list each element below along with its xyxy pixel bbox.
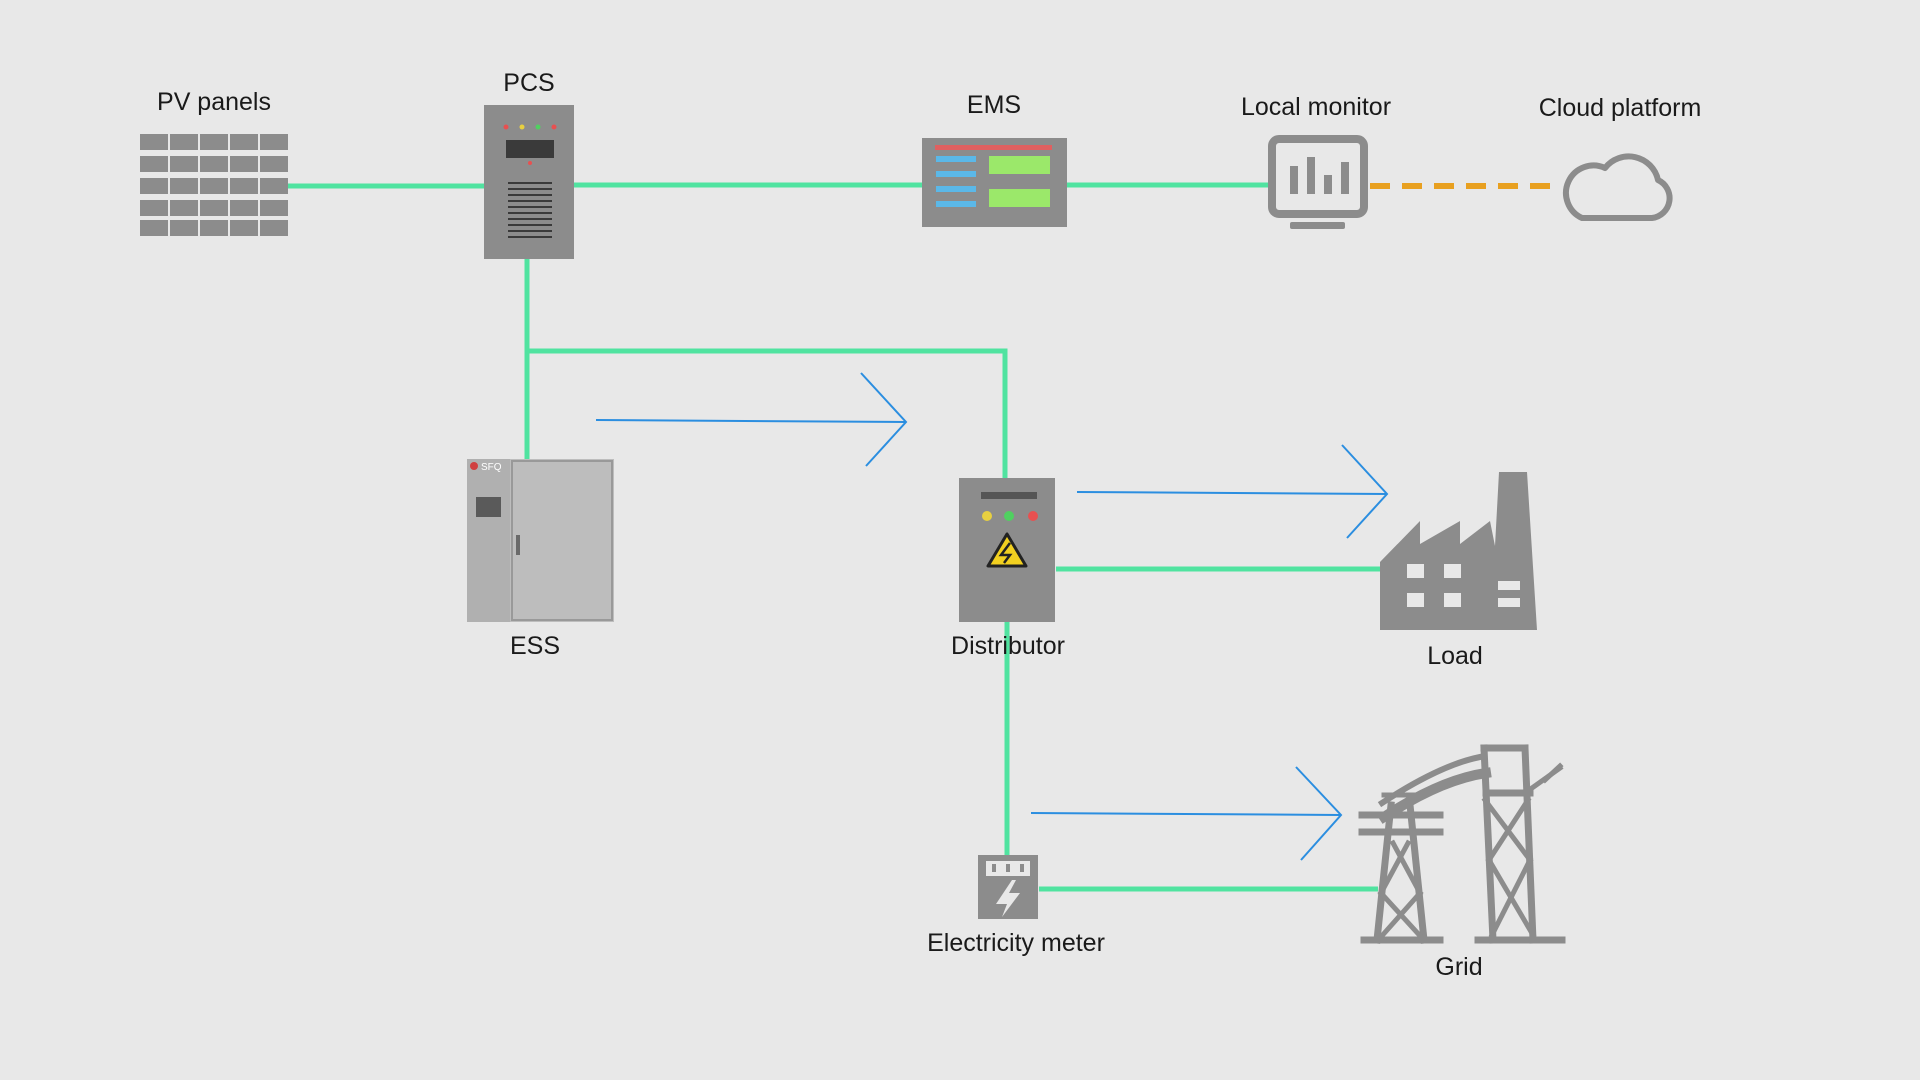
label-ess: ESS [509,632,561,660]
battery-cabinet-icon: SFQ [467,459,614,622]
factory-icon [1380,472,1537,630]
label-local-monitor: Local monitor [1240,93,1392,121]
ess-logo-text: SFQ [481,462,502,473]
cloud-icon [1563,153,1673,221]
label-distributor: Distributor [951,632,1065,660]
label-ems: EMS [966,91,1022,119]
monitor-chart-icon [1268,135,1368,229]
label-load: Load [1427,642,1483,670]
arrow-to-grid [1030,766,1343,861]
pcs-cabinet-icon [484,105,574,259]
label-electricity-meter: Electricity meter [927,929,1105,957]
ems-unit-icon [922,138,1067,227]
flow-arrows [595,372,1389,861]
label-pcs: PCS [503,69,555,97]
label-pv-panels: PV panels [157,88,271,116]
power-lines [288,182,1380,892]
meter-icon [978,855,1038,919]
arrow-distributor-load [1076,444,1389,539]
arrow-ess-distributor [595,372,908,467]
label-grid: Grid [1435,953,1483,981]
label-cloud-platform: Cloud platform [1538,94,1702,122]
transmission-tower-icon [1358,744,1566,944]
solar-panel-icon [140,134,288,236]
line-pcs-distributor [527,348,1008,478]
distribution-box-icon [959,478,1055,622]
